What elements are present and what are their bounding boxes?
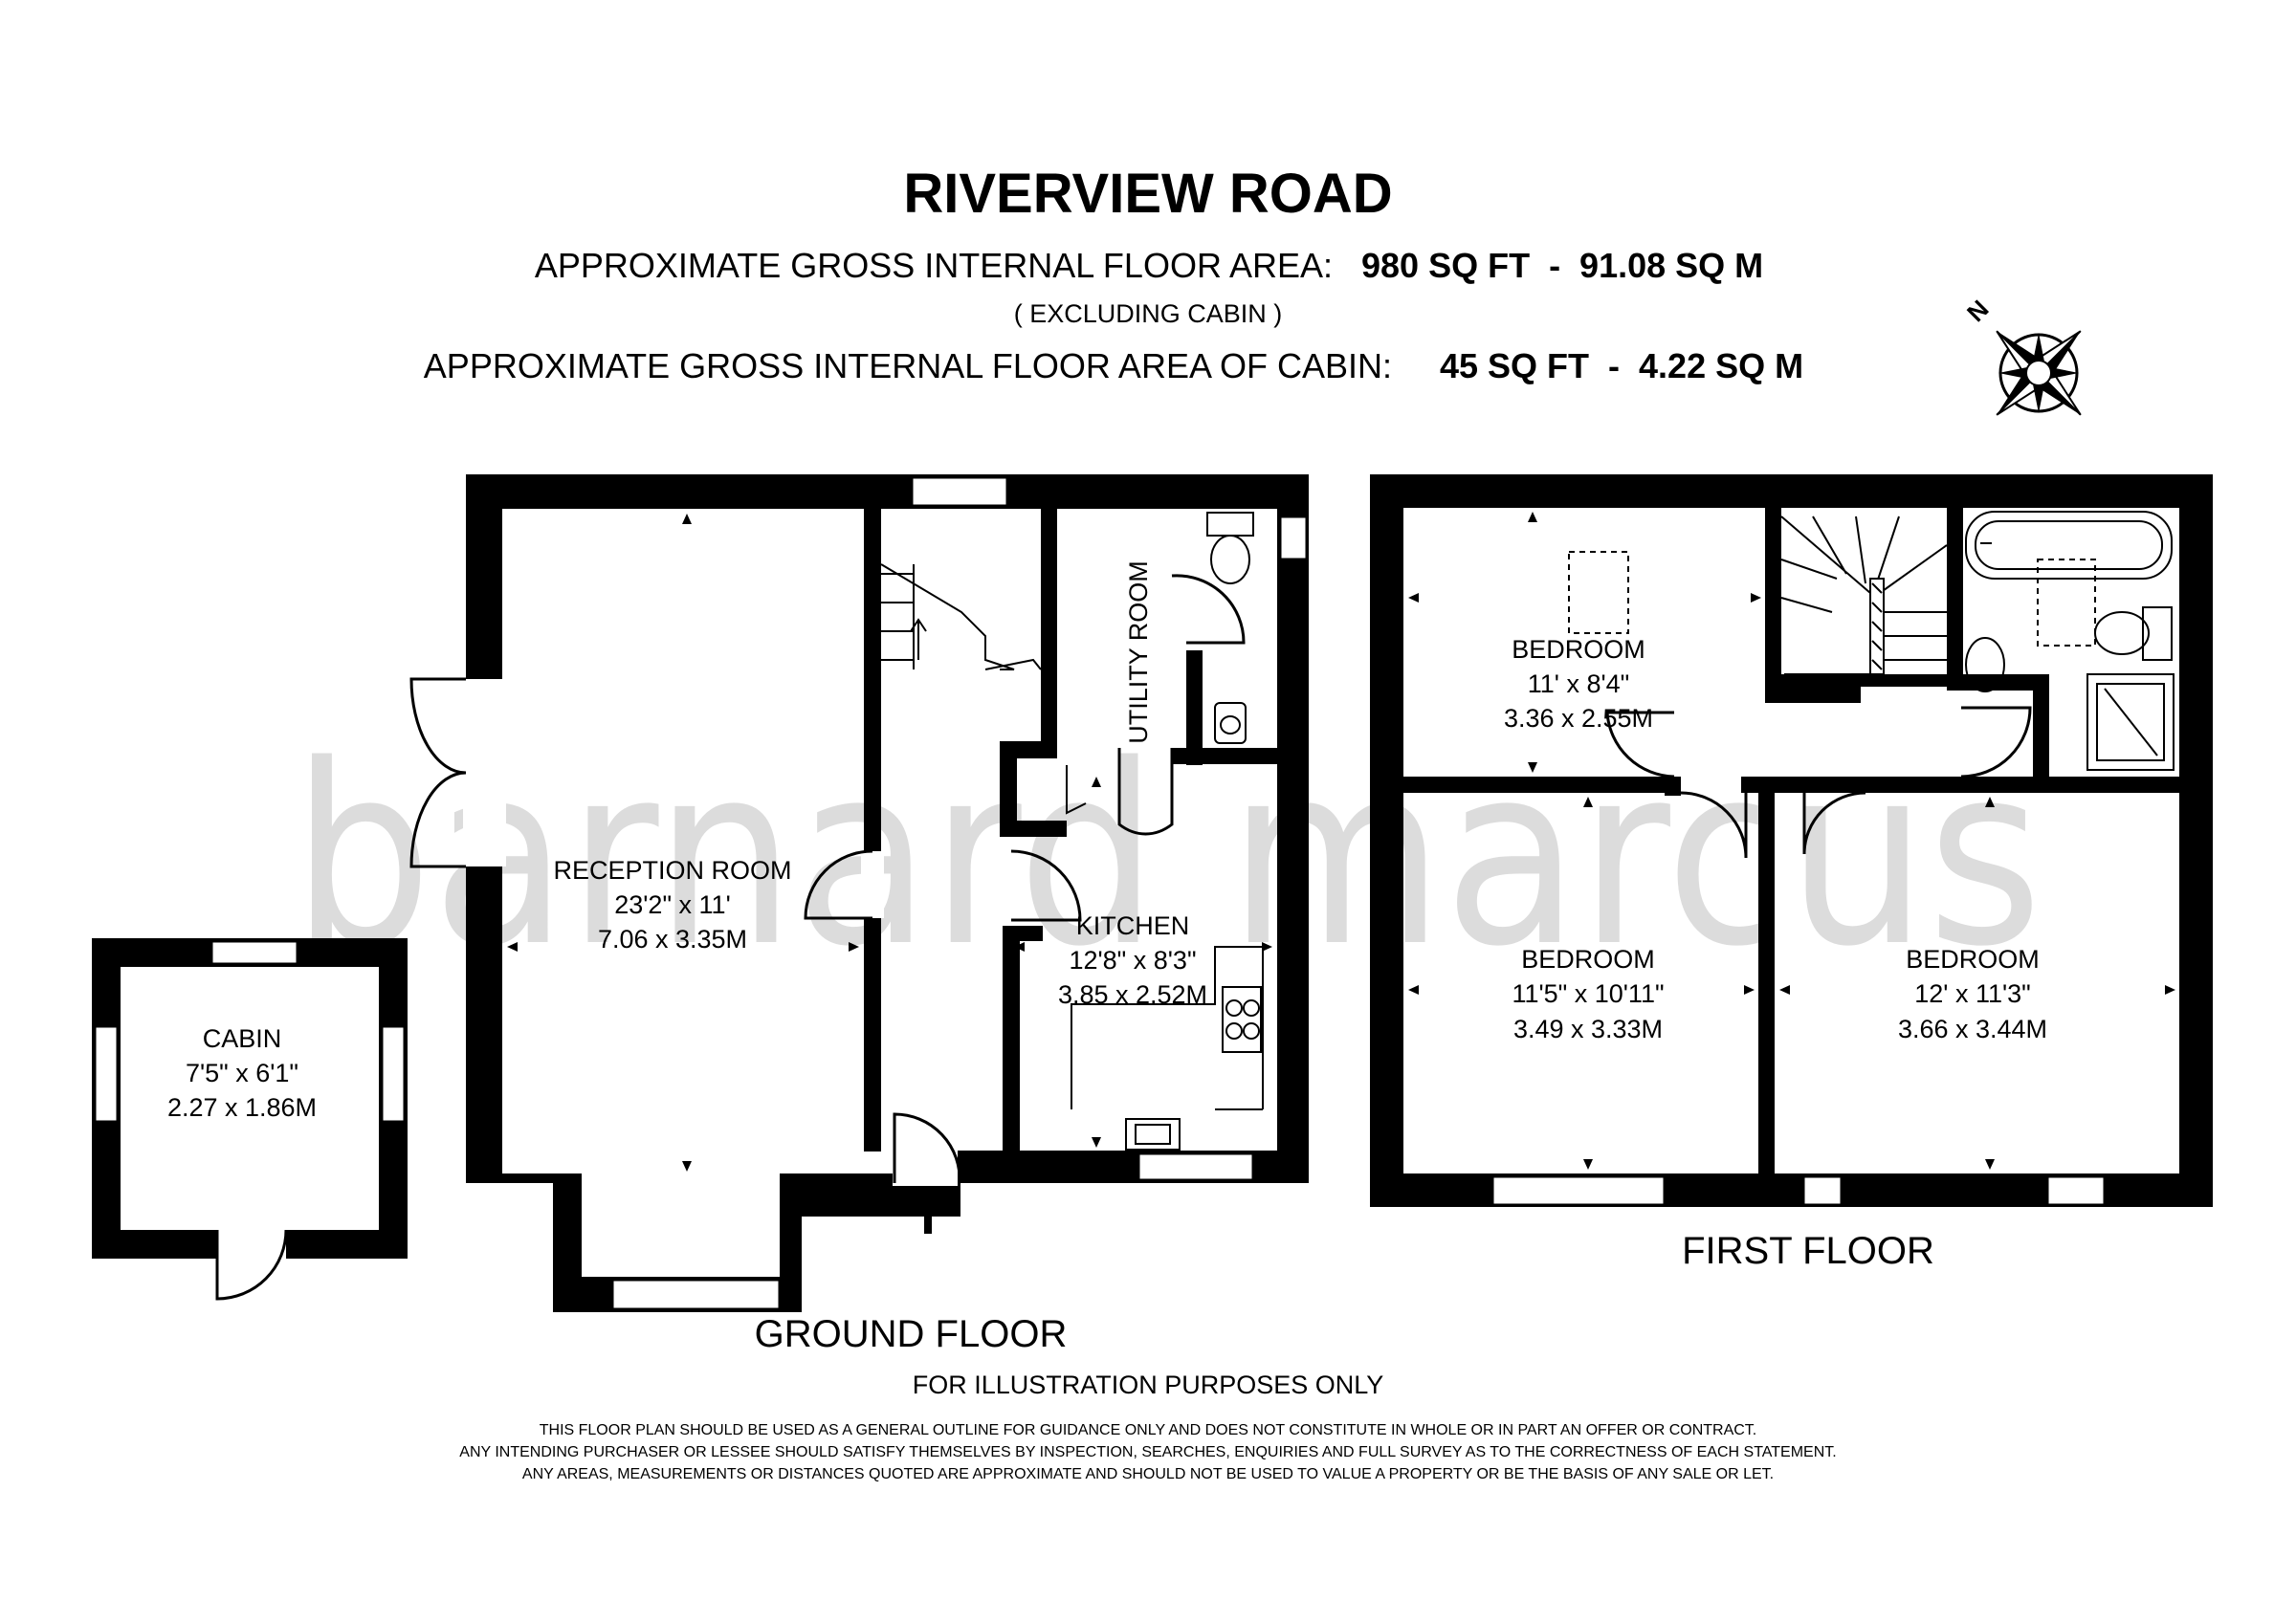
cabin-name: CABIN (203, 1024, 282, 1053)
utility-room-name: UTILITY ROOM (1124, 560, 1153, 744)
bedroom-top-imperial: 11' x 8'4" (1528, 669, 1629, 698)
bedroom-right-imperial: 12' x 11'3" (1914, 979, 2030, 1008)
bedroom-right-name: BEDROOM (1906, 945, 2040, 974)
bedroom-top-name: BEDROOM (1512, 635, 1645, 664)
ground-floor-plan (409, 474, 1309, 1312)
bedroom-right-metric: 3.66 x 3.44M (1898, 1015, 2047, 1043)
area-note: ( EXCLUDING CABIN ) (1014, 299, 1283, 328)
bedroom-left-imperial: 11'5" x 10'11" (1512, 979, 1664, 1008)
cabin-area-value: 45 SQ FT - 4.22 SQ M (1440, 346, 1803, 385)
reception-imperial: 23'2" x 11' (614, 890, 730, 919)
watermark: barnard marcus (292, 713, 2042, 1001)
bedroom-left-metric: 3.49 x 3.33M (1513, 1015, 1663, 1043)
first-floor-plan (1370, 474, 2213, 1207)
kitchen-metric: 3.85 x 2.52M (1058, 980, 1207, 1009)
area-label: APPROXIMATE GROSS INTERNAL FLOOR AREA: (535, 246, 1333, 285)
cabin-area-label: APPROXIMATE GROSS INTERNAL FLOOR AREA OF… (424, 346, 1392, 385)
bedroom-left-name: BEDROOM (1521, 945, 1655, 974)
disclaimer-line-3: ANY AREAS, MEASUREMENTS OR DISTANCES QUO… (522, 1466, 1774, 1482)
cabin-plan (92, 938, 408, 1301)
illustration-note: FOR ILLUSTRATION PURPOSES ONLY (913, 1371, 1384, 1399)
disclaimer-line-2: ANY INTENDING PURCHASER OR LESSEE SHOULD… (459, 1444, 1836, 1460)
kitchen-name: KITCHEN (1076, 911, 1190, 940)
bedroom-top-metric: 3.36 x 2.55M (1504, 704, 1653, 733)
header: RIVERVIEW ROAD APPROXIMATE GROSS INTERNA… (424, 163, 1803, 385)
cabin-imperial: 7'5" x 6'1" (186, 1059, 298, 1087)
reception-metric: 7.06 x 3.35M (598, 925, 747, 954)
plan-title: RIVERVIEW ROAD (903, 163, 1392, 225)
cabin-metric: 2.27 x 1.86M (167, 1093, 317, 1122)
first-floor-label: FIRST FLOOR (1682, 1230, 1934, 1272)
reception-name: RECEPTION ROOM (553, 856, 791, 885)
compass-rose-icon: N (1961, 295, 2082, 416)
disclaimer-line-1: THIS FLOOR PLAN SHOULD BE USED AS A GENE… (540, 1422, 1757, 1438)
ground-floor-label: GROUND FLOOR (755, 1313, 1068, 1355)
compass-north-label: N (1961, 295, 1994, 327)
area-value: 980 SQ FT - 91.08 SQ M (1361, 246, 1763, 285)
kitchen-imperial: 12'8" x 8'3" (1069, 946, 1196, 975)
